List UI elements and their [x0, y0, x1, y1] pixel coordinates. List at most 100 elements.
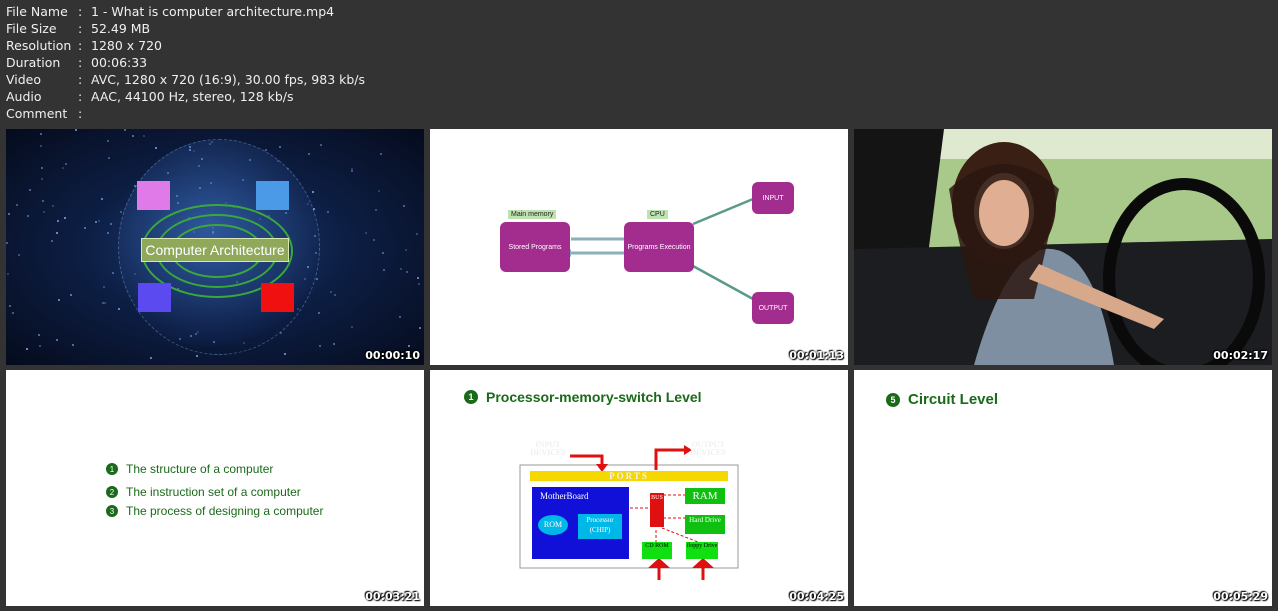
cpu-label: CPU — [647, 210, 668, 219]
info-row-file-size: File Size:52.49 MB — [6, 21, 151, 36]
star-dot — [319, 345, 321, 347]
star-dot — [400, 268, 402, 270]
star-dot — [26, 348, 28, 350]
star-dot — [383, 269, 385, 271]
star-dot — [143, 135, 145, 137]
star-dot — [95, 221, 97, 223]
diagram-arrows — [519, 445, 739, 580]
timestamp: 00:02:17 — [1213, 349, 1268, 362]
star-dot — [57, 220, 59, 222]
star-dot — [378, 190, 380, 192]
star-dot — [196, 355, 198, 357]
number-badge: 1 — [106, 463, 118, 475]
star-dot — [7, 273, 9, 275]
star-dot — [118, 308, 120, 310]
star-dot — [280, 332, 282, 334]
rom-chip: ROM — [538, 515, 568, 535]
star-dot — [380, 153, 382, 155]
star-dot — [27, 215, 29, 217]
thumbnail-2[interactable]: Main memory Stored Programs CPU Programs… — [430, 129, 848, 365]
star-dot — [41, 167, 43, 169]
star-dot — [65, 163, 67, 165]
violet-square — [138, 283, 171, 312]
main-memory-label: Main memory — [508, 210, 557, 219]
ports-bar: PORTS — [530, 471, 728, 481]
floppy-drive-box: floppy Drive — [686, 542, 718, 559]
star-dot — [382, 252, 384, 254]
star-dot — [40, 145, 42, 147]
star-dot — [327, 211, 329, 213]
star-dot — [56, 339, 58, 341]
star-dot — [18, 254, 20, 256]
star-dot — [373, 239, 375, 241]
timestamp: 00:05:29 — [1213, 590, 1268, 603]
star-dot — [98, 220, 100, 222]
star-dot — [70, 294, 72, 296]
star-dot — [16, 204, 18, 206]
programs-execution-node: Programs Execution — [624, 222, 694, 272]
processor-chip: Processor (CHIP) — [578, 514, 622, 539]
star-dot — [124, 129, 126, 131]
star-dot — [72, 344, 74, 346]
bus-box: BUS — [650, 493, 664, 527]
star-dot — [120, 211, 122, 213]
file-info-panel: File Name:1 - What is computer architect… — [6, 3, 365, 122]
star-dot — [417, 277, 419, 279]
star-dot — [408, 345, 410, 347]
star-dot — [64, 217, 66, 219]
star-dot — [419, 327, 421, 329]
star-dot — [375, 209, 377, 211]
star-dot — [279, 146, 281, 148]
star-dot — [330, 291, 332, 293]
motherboard-box: MotherBoard ROM Processor (CHIP) — [532, 487, 629, 559]
red-square — [261, 283, 294, 312]
output-node: OUTPUT — [752, 292, 794, 324]
star-dot — [29, 189, 31, 191]
thumbnail-1[interactable]: Computer Architecture 00:00:10 — [6, 129, 424, 365]
star-dot — [334, 294, 336, 296]
star-dot — [416, 233, 418, 235]
number-badge: 3 — [106, 505, 118, 517]
star-dot — [110, 223, 112, 225]
star-dot — [38, 334, 40, 336]
number-badge: 5 — [886, 392, 900, 407]
info-row-audio: Audio:AAC, 44100 Hz, stereo, 128 kb/s — [6, 89, 294, 104]
star-dot — [62, 167, 64, 169]
thumbnail-3[interactable]: 00:02:17 — [854, 129, 1272, 365]
ram-box: RAM — [685, 488, 725, 504]
star-dot — [103, 286, 105, 288]
timestamp: 00:00:10 — [365, 349, 420, 362]
star-dot — [406, 271, 408, 273]
star-dot — [316, 278, 318, 280]
star-dot — [365, 232, 367, 234]
star-dot — [308, 153, 310, 155]
star-dot — [52, 205, 54, 207]
connector-lines — [565, 197, 754, 301]
star-dot — [351, 170, 353, 172]
star-dot — [41, 178, 43, 180]
star-dot — [42, 200, 44, 202]
star-dot — [104, 302, 106, 304]
star-dot — [9, 305, 11, 307]
input-node: INPUT — [752, 182, 794, 214]
star-dot — [333, 343, 335, 345]
info-row-duration: Duration:00:06:33 — [6, 55, 148, 70]
timestamp: 00:01:13 — [789, 349, 844, 362]
star-dot — [107, 232, 109, 234]
number-badge: 1 — [464, 390, 478, 404]
star-dot — [51, 240, 53, 242]
star-dot — [56, 232, 58, 234]
pink-square — [137, 181, 170, 210]
photo-car-scene — [854, 129, 1272, 365]
star-dot — [39, 345, 41, 347]
star-dot — [399, 316, 401, 318]
star-dot — [320, 144, 322, 146]
star-dot — [132, 135, 134, 137]
star-dot — [6, 242, 8, 244]
